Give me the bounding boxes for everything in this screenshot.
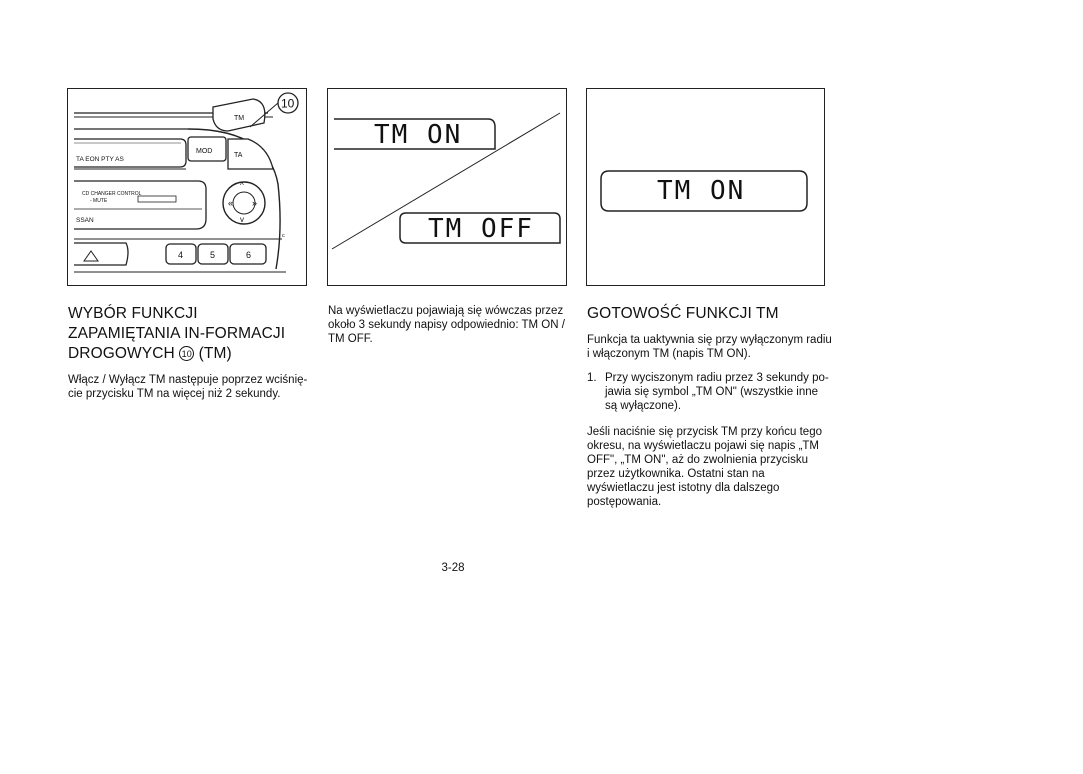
mod-label: MOD	[196, 148, 212, 155]
ta-label: TA	[234, 152, 243, 159]
preset-6-button	[229, 243, 267, 265]
lcd-top-text: TM ON	[374, 120, 462, 150]
lcd-top-frame	[334, 118, 496, 150]
list-text: Przy wyciszonym radiu przez 3 sekundy po…	[605, 372, 829, 412]
heading-suffix: (TM)	[198, 345, 232, 362]
radio-panel-illustration: MOD TA TM 10 TA EON PTY AS CD CHANGER CO…	[67, 88, 307, 286]
mod-button	[187, 136, 227, 162]
column-tm-readiness: GOTOWOŚĆ FUNKCJI TM Funkcja ta uaktywnia…	[587, 304, 832, 519]
display-ready-drawing: TM ON	[600, 170, 808, 212]
cd-changer-label: CD CHANGER CONTROL	[82, 191, 142, 197]
lcd-ready-text: TM ON	[657, 176, 745, 206]
paragraph: Włącz / Wyłącz TM następuje poprzez wciś…	[68, 374, 308, 400]
small-mark-icon: ᶜ	[282, 232, 285, 241]
page-number: 3-28	[441, 562, 465, 574]
tm-button	[212, 98, 266, 132]
preset-5-button	[197, 243, 229, 265]
ta-button	[227, 138, 274, 170]
warning-triangle-icon	[83, 250, 99, 262]
section-heading-tm-readiness: GOTOWOŚĆ FUNKCJI TM	[587, 305, 779, 322]
lcd-bottom-text: TM OFF	[428, 214, 534, 244]
down-arrow-icon: v	[240, 215, 244, 224]
heading-text: WYBÓR FUNKCJI ZAPAMIĘTANIA IN-FORMACJI D…	[68, 305, 286, 362]
preset-4-button	[165, 243, 197, 265]
display-toggle-drawing: TM ON TM OFF	[331, 112, 561, 250]
rewind-icon: «	[228, 198, 233, 208]
display-ready-illustration: TM ON	[586, 88, 825, 286]
radio-panel-drawing: MOD TA TM 10 TA EON PTY AS CD CHANGER CO…	[74, 92, 299, 273]
preset-5-label: 5	[210, 250, 215, 260]
column-tm-selection: WYBÓR FUNKCJI ZAPAMIĘTANIA IN-FORMACJI D…	[68, 304, 313, 411]
brand-label: SSAN	[76, 217, 94, 224]
lcd-ready-frame	[600, 170, 808, 212]
lcd-bottom-frame	[399, 212, 561, 244]
ta-eon-label: TA EON PTY AS	[76, 156, 124, 163]
paragraph: Na wyświetlaczu pojawiają się wówczas pr…	[328, 305, 565, 345]
up-arrow-icon: ^	[240, 181, 244, 190]
forward-icon: »	[252, 198, 257, 208]
mute-label: - MUTE	[90, 198, 108, 204]
column-display-info: Na wyświetlaczu pojawiają się wówczas pr…	[328, 304, 568, 356]
preset-6-label: 6	[246, 250, 251, 260]
list-item: 1. Przy wyciszonym radiu przez 3 sekundy…	[587, 371, 832, 413]
callout-circle	[277, 92, 299, 114]
section-heading-tm-selection: WYBÓR FUNKCJI ZAPAMIĘTANIA IN-FORMACJI D…	[68, 304, 313, 364]
callout-circle-inline: 10	[179, 346, 195, 361]
tm-label: TM	[234, 115, 244, 122]
callout-number: 10	[281, 97, 295, 111]
paragraph: Funkcja ta uaktywnia się przy wyłączonym…	[587, 334, 832, 360]
list-number: 1.	[587, 372, 597, 384]
preset-4-label: 4	[178, 250, 183, 260]
paragraph: Jeśli naciśnie się przycisk TM przy końc…	[587, 426, 822, 508]
display-toggle-illustration: TM ON TM OFF	[327, 88, 567, 286]
